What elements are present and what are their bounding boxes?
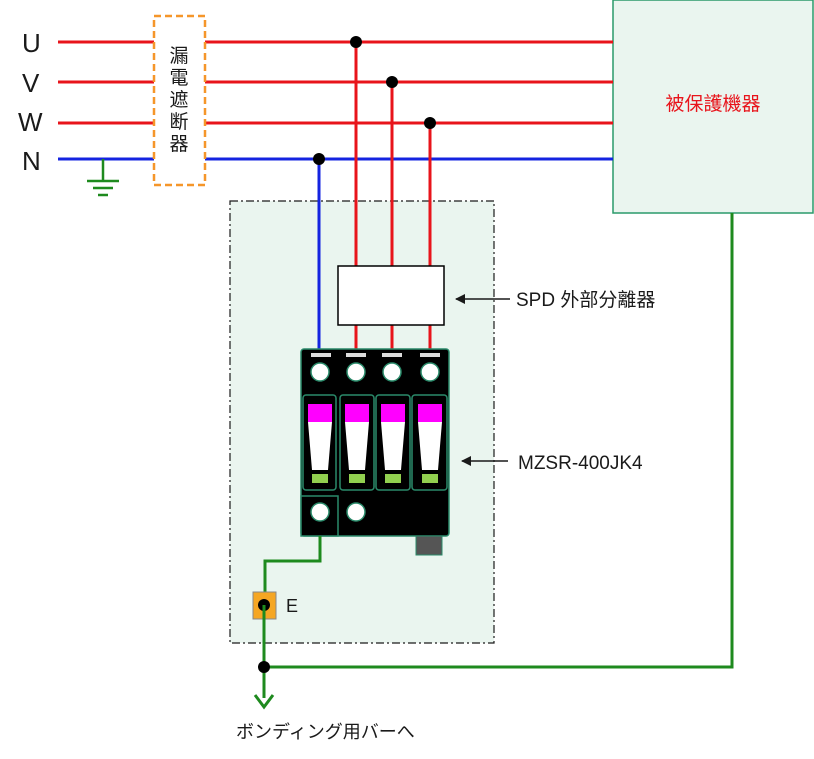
svg-text:断: 断 (169, 111, 188, 133)
ground-symbol-icon (87, 159, 119, 197)
ground-wire-equipment (264, 213, 734, 669)
junction-ground (258, 661, 270, 673)
junction-v (386, 76, 398, 88)
spd-model-label: MZSR-400JK4 (518, 453, 643, 474)
junction-w (424, 117, 436, 129)
spd-external-disconnector (337, 265, 445, 326)
arrow-down-icon (253, 694, 275, 710)
phase-label-w: W (18, 107, 43, 137)
earth-terminal-label: E (286, 596, 298, 616)
phase-label-v: V (22, 68, 40, 98)
phase-label-n: N (22, 146, 41, 176)
earth-leakage-breaker (152, 14, 207, 187)
svg-text:器: 器 (169, 133, 188, 155)
protected-equipment-label: 被保護機器 (665, 93, 760, 115)
svg-text:電: 電 (169, 67, 188, 89)
junction-n (313, 153, 325, 165)
phase-label-u: U (22, 28, 41, 58)
spd-device (300, 348, 450, 556)
spd-disconnector-label: SPD 外部分離器 (516, 289, 655, 311)
bonding-bar-label: ボンディング用バーへ (236, 722, 415, 742)
svg-text:漏: 漏 (169, 45, 188, 67)
protected-equipment-box (612, 0, 814, 214)
breaker-label: 漏 電 遮 断 器 (169, 45, 188, 155)
svg-text:遮: 遮 (169, 89, 188, 111)
junction-u (350, 36, 362, 48)
ground-wire-spd (263, 536, 322, 605)
